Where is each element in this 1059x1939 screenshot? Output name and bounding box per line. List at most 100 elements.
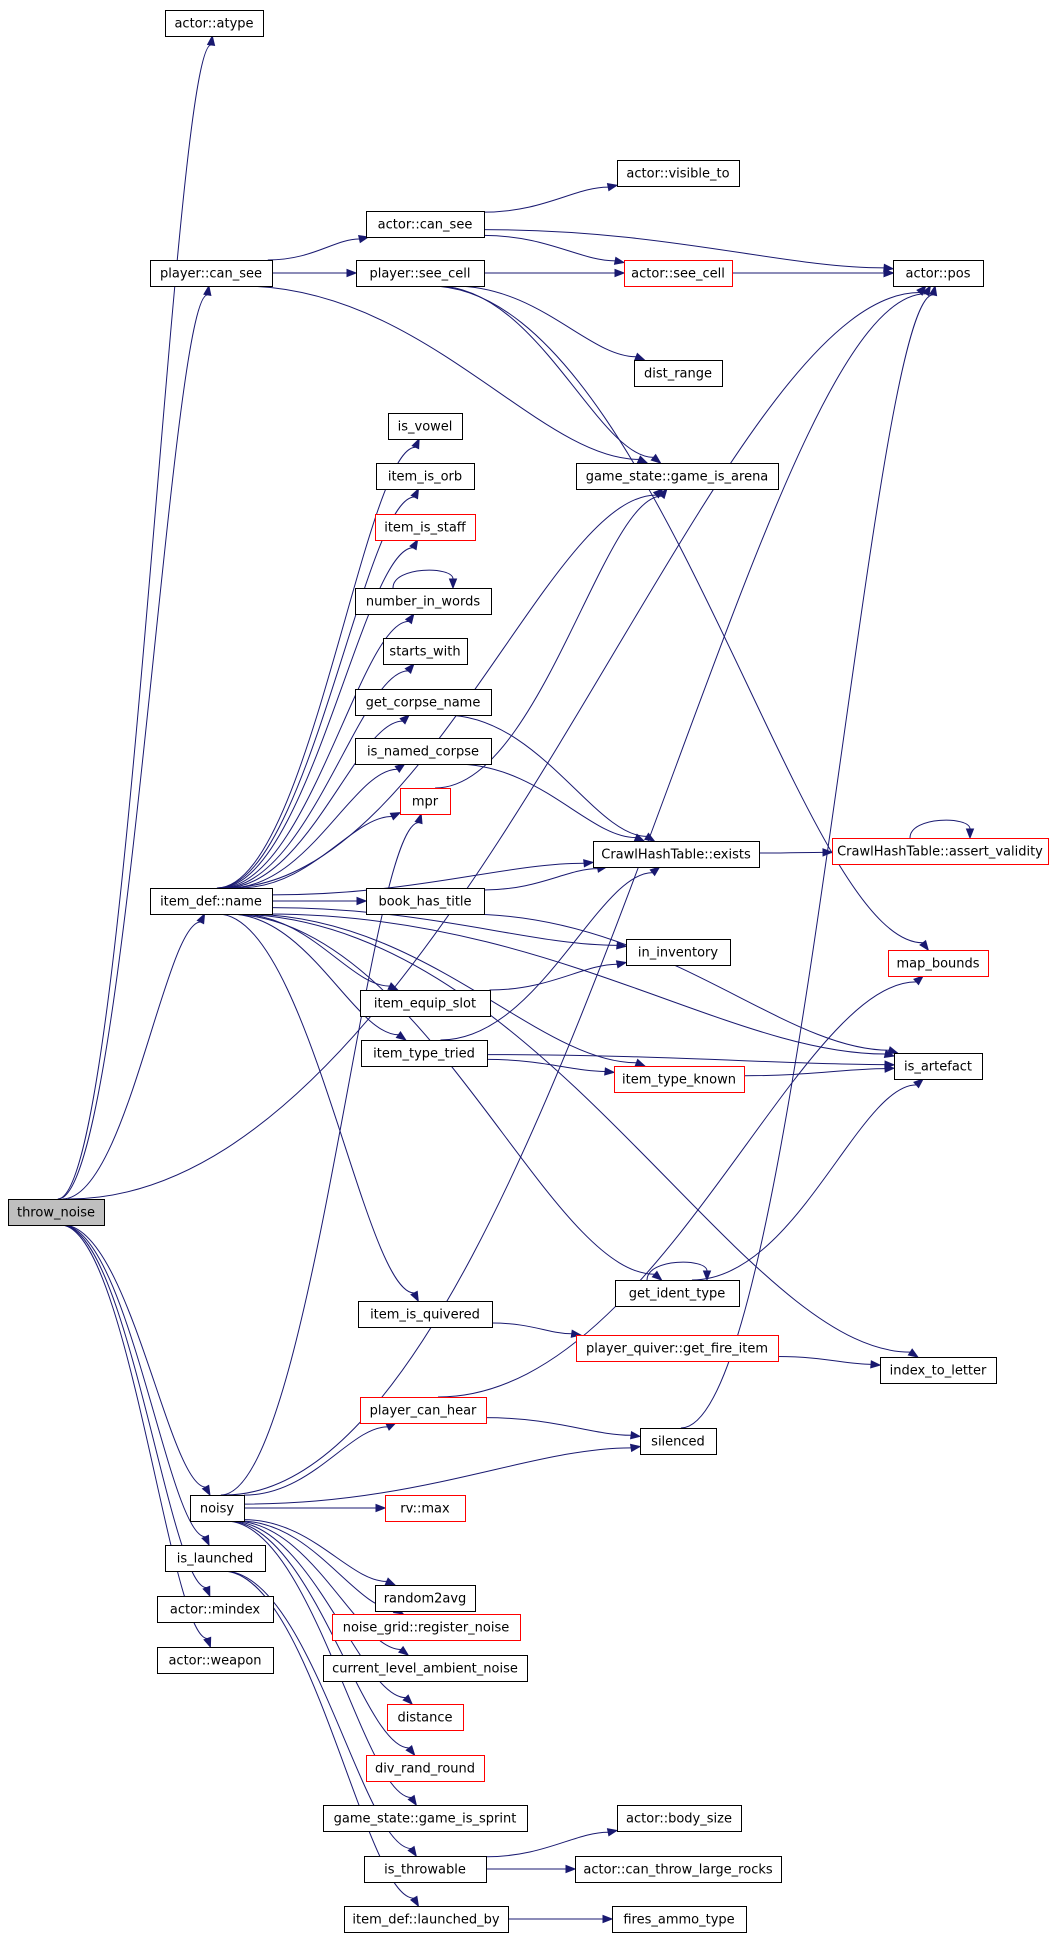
- node-item_is_quivered[interactable]: item_is_quivered: [358, 1301, 493, 1328]
- node-label-fires_ammo_type: fires_ammo_type: [623, 1913, 734, 1928]
- edge-line-book_has_title-to-hash_exists: [483, 868, 598, 891]
- edge-player_can_hear-to-map_bounds: [437, 975, 925, 1398]
- node-distance[interactable]: distance: [387, 1704, 464, 1731]
- edge-item_def_name-to-starts_with: [222, 662, 415, 889]
- node-starts_with[interactable]: starts_with: [383, 638, 468, 665]
- node-label-can_throw_large_rocks: actor::can_throw_large_rocks: [583, 1863, 773, 1878]
- node-noisy[interactable]: noisy: [190, 1495, 245, 1522]
- edge-throw_noise-to-noisy: [63, 1224, 211, 1497]
- node-game_is_sprint[interactable]: game_state::game_is_sprint: [323, 1805, 528, 1832]
- node-actor_body_size[interactable]: actor::body_size: [617, 1805, 742, 1832]
- edge-line-item_type_known-to-is_artefact: [743, 1068, 886, 1077]
- node-item_type_known[interactable]: item_type_known: [614, 1066, 745, 1093]
- edge-get_fire_item-to-index_to_letter: [777, 1356, 882, 1369]
- node-game_is_arena[interactable]: game_state::game_is_arena: [576, 463, 779, 490]
- node-get_fire_item[interactable]: player_quiver::get_fire_item: [576, 1335, 779, 1362]
- node-hash_exists[interactable]: CrawlHashTable::exists: [593, 841, 760, 868]
- node-is_throwable[interactable]: is_throwable: [364, 1856, 487, 1883]
- edge-line-noisy-to-ambient_noise: [233, 1520, 401, 1651]
- node-box-is_named_corpse: [355, 738, 492, 765]
- node-get_ident_type[interactable]: get_ident_type: [615, 1280, 740, 1307]
- node-is_launched[interactable]: is_launched: [165, 1545, 266, 1572]
- edge-line-get_fire_item-to-index_to_letter: [777, 1356, 872, 1365]
- node-dist_range[interactable]: dist_range: [634, 360, 723, 387]
- edge-line-get_ident_type-to-is_artefact: [691, 1084, 917, 1281]
- node-throw_noise[interactable]: throw_noise: [8, 1199, 105, 1226]
- node-label-item_equip_slot: item_equip_slot: [374, 997, 476, 1012]
- node-actor_see_cell[interactable]: actor::see_cell: [624, 260, 733, 287]
- node-label-actor_pos: actor::pos: [905, 267, 970, 282]
- arrowhead-hash_assert-to-hash_assert: [965, 828, 975, 840]
- node-box-actor_weapon: [157, 1647, 274, 1674]
- node-fires_ammo_type[interactable]: fires_ammo_type: [612, 1906, 747, 1933]
- node-box-actor_visible_to: [617, 160, 740, 187]
- node-label-player_can_see: player::can_see: [160, 267, 262, 282]
- arrowhead-item_def_name-to-number_in_words: [404, 612, 415, 625]
- arrowhead-noisy-to-div_rand_round: [405, 1744, 416, 1757]
- node-number_in_words[interactable]: number_in_words: [355, 588, 492, 615]
- node-book_has_title[interactable]: book_has_title: [366, 888, 485, 915]
- arrowhead-item_def_name-to-get_corpse_name: [399, 714, 411, 725]
- edge-line-is_throwable-to-actor_body_size: [485, 1831, 609, 1858]
- edge-line-item_type_tried-to-item_type_known: [486, 1058, 606, 1072]
- node-item_def_name[interactable]: item_def::name: [150, 888, 273, 915]
- edge-line-throw_noise-to-player_can_see: [58, 294, 208, 1200]
- arrowhead-noisy-to-actor_pos: [921, 284, 932, 297]
- node-can_throw_large_rocks[interactable]: actor::can_throw_large_rocks: [575, 1856, 782, 1883]
- edge-launched_by-to-fires_ammo_type: [508, 1914, 614, 1924]
- node-box-book_has_title: [366, 888, 485, 915]
- node-box-is_launched: [165, 1545, 266, 1572]
- node-label-item_def_name: item_def::name: [160, 895, 262, 910]
- node-actor_can_see[interactable]: actor::can_see: [366, 211, 485, 238]
- node-hash_assert[interactable]: CrawlHashTable::assert_validity: [832, 838, 1049, 865]
- edge-line-player_can_hear-to-map_bounds: [437, 981, 917, 1398]
- node-is_vowel[interactable]: is_vowel: [388, 413, 463, 440]
- arrowhead-item_type_known-to-is_artefact: [884, 1064, 896, 1073]
- node-in_inventory[interactable]: in_inventory: [626, 939, 731, 966]
- node-map_bounds[interactable]: map_bounds: [888, 950, 989, 977]
- node-is_artefact[interactable]: is_artefact: [894, 1053, 983, 1080]
- node-ambient_noise[interactable]: current_level_ambient_noise: [323, 1655, 528, 1682]
- node-label-register_noise: noise_grid::register_noise: [343, 1621, 510, 1636]
- node-item_is_staff[interactable]: item_is_staff: [375, 514, 476, 541]
- node-silenced[interactable]: silenced: [640, 1428, 717, 1455]
- edge-item_type_tried-to-item_type_known: [486, 1058, 616, 1076]
- node-rv_max[interactable]: rv::max: [385, 1495, 466, 1522]
- arrowhead-noisy-to-mpr: [414, 812, 423, 825]
- node-register_noise[interactable]: noise_grid::register_noise: [332, 1614, 521, 1641]
- node-player_see_cell[interactable]: player::see_cell: [356, 260, 485, 287]
- edge-item_is_quivered-to-get_fire_item: [491, 1322, 583, 1338]
- edge-line-noisy-to-distance: [229, 1520, 406, 1699]
- edge-line-noisy-to-actor_pos: [224, 293, 926, 1496]
- node-actor_pos[interactable]: actor::pos: [893, 260, 984, 287]
- node-item_type_tried[interactable]: item_type_tried: [361, 1040, 488, 1067]
- node-index_to_letter[interactable]: index_to_letter: [880, 1357, 997, 1384]
- edge-line-item_def_name-to-get_corpse_name: [224, 720, 403, 889]
- edge-line-player_see_cell-to-map_bounds: [429, 285, 923, 944]
- node-box-can_throw_large_rocks: [575, 1856, 782, 1883]
- node-item_equip_slot[interactable]: item_equip_slot: [360, 990, 491, 1017]
- edge-line-is_launched-to-is_throwable: [223, 1570, 412, 1850]
- node-is_named_corpse[interactable]: is_named_corpse: [355, 738, 492, 765]
- node-player_can_see[interactable]: player::can_see: [150, 260, 273, 287]
- node-actor_mindex[interactable]: actor::mindex: [157, 1596, 274, 1623]
- node-label-throw_noise: throw_noise: [17, 1206, 95, 1221]
- arrowhead-item_def_name-to-is_named_corpse: [394, 763, 406, 773]
- node-player_can_hear[interactable]: player_can_hear: [360, 1397, 487, 1424]
- node-get_corpse_name[interactable]: get_corpse_name: [355, 689, 492, 716]
- arrowhead-item_type_tried-to-item_type_known: [604, 1067, 616, 1076]
- edge-line-throw_noise-to-actor_pos: [68, 292, 920, 1200]
- node-div_rand_round[interactable]: div_rand_round: [366, 1755, 485, 1782]
- node-actor_weapon[interactable]: actor::weapon: [157, 1647, 274, 1674]
- node-item_is_orb[interactable]: item_is_orb: [376, 463, 475, 490]
- node-launched_by[interactable]: item_def::launched_by: [344, 1906, 509, 1933]
- edge-line-throw_noise-to-item_def_name: [62, 921, 201, 1200]
- edge-line-item_type_tried-to-is_artefact: [486, 1054, 886, 1066]
- node-actor_atype[interactable]: actor::atype: [165, 10, 264, 37]
- node-random2avg[interactable]: random2avg: [375, 1585, 476, 1612]
- node-mpr[interactable]: mpr: [400, 788, 451, 815]
- arrowhead-is_throwable-to-can_throw_large_rocks: [565, 1864, 577, 1874]
- node-label-item_type_known: item_type_known: [622, 1073, 736, 1088]
- node-actor_visible_to[interactable]: actor::visible_to: [617, 160, 740, 187]
- arrowhead-is_launched-to-launched_by: [409, 1895, 420, 1908]
